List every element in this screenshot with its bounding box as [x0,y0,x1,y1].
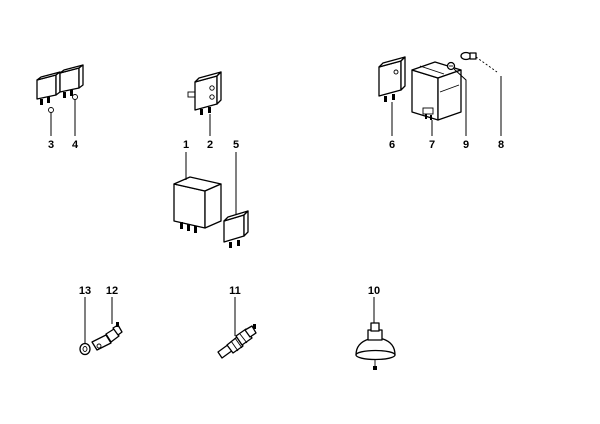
part-6-relay [378,56,406,102]
callout-11: 11 [229,285,241,297]
callout-13: 13 [79,285,91,297]
leader-9 [453,68,467,136]
callout-1: 1 [183,139,189,151]
callout-6: 6 [389,139,395,151]
part-2-relay [187,71,222,115]
callout-12: 12 [106,285,118,297]
part-10-pressure-switch [355,322,396,370]
part-9-screw [446,61,456,71]
callout-4: 4 [72,139,79,151]
callout-5: 5 [233,139,239,151]
callout-3: 3 [48,139,54,151]
part-5-relay [223,210,249,248]
callout-7: 7 [429,139,435,151]
part-8-bolt [460,51,498,73]
part-11-switch [217,324,257,359]
callout-2: 2 [207,139,213,151]
callout-8: 8 [498,139,504,151]
part-12-sensor [91,322,123,351]
part-7-control-unit [411,61,462,121]
part-3-relay [36,71,61,113]
callout-9: 9 [463,139,469,151]
part-13-washer [79,342,91,356]
callout-10: 10 [368,285,380,297]
part-4-relay [59,64,84,100]
part-1-control-module [173,176,222,233]
